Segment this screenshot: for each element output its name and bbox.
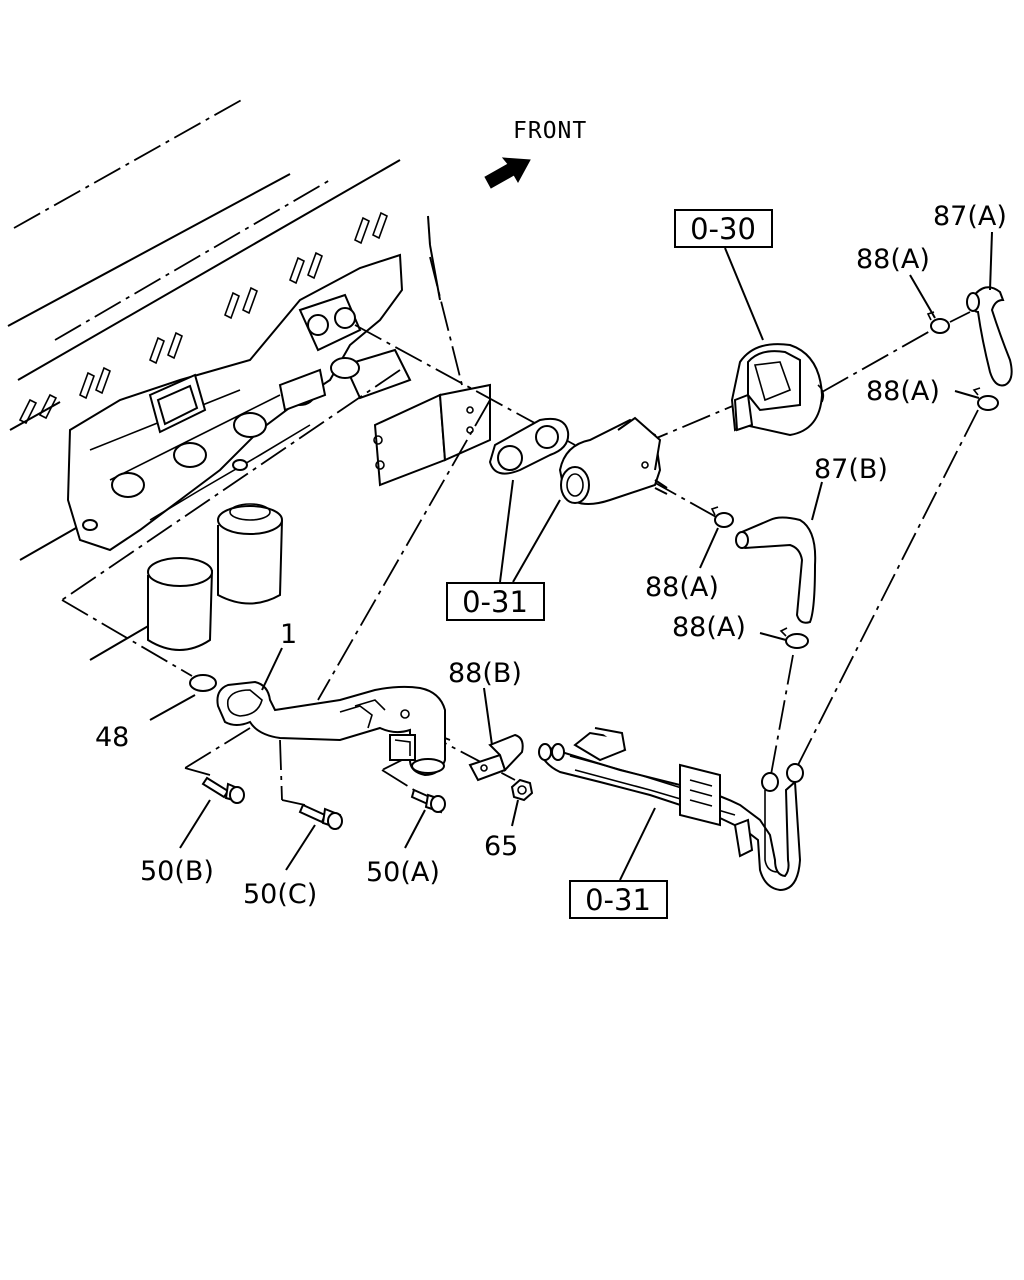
callout-0-31-lower: 0-31: [569, 880, 668, 919]
front-direction-indicator: FRONT: [484, 118, 587, 189]
box-0-30-text: 0-30: [690, 212, 756, 246]
clamp-88a-mid: [710, 506, 734, 528]
nut-65: [510, 778, 534, 802]
hose-87b: [735, 516, 817, 624]
leader-lines: [149, 231, 993, 881]
gasket-upper: [488, 417, 570, 475]
clamps-88a: [710, 311, 999, 649]
callout-0-31-upper: 0-31: [446, 582, 545, 621]
label-part-88b: 88(B): [448, 658, 522, 689]
label-part-88a-top: 88(A): [856, 244, 930, 275]
label-part-50a: 50(A): [366, 857, 440, 888]
label-part-88a-right: 88(A): [866, 376, 940, 407]
box-0-31-lower-text: 0-31: [585, 883, 651, 917]
label-part-48: 48: [95, 722, 129, 753]
clamp-88a-lower: [779, 627, 809, 649]
label-part-1: 1: [280, 619, 297, 650]
o-ring-48: [189, 674, 217, 692]
label-part-87a: 87(A): [933, 201, 1007, 232]
clamp-88a-right: [972, 387, 999, 411]
bolt-50c: [298, 803, 343, 830]
front-label: FRONT: [513, 118, 587, 144]
label-part-88a-lower: 88(A): [672, 612, 746, 643]
thermostat-cover: [730, 343, 825, 437]
clip-88b: [468, 733, 524, 782]
label-part-65: 65: [484, 831, 518, 862]
part-labels: 1 48 50(B) 50(C) 50(A) 65 88(B) 87(A) 88…: [95, 201, 1007, 910]
callout-0-30: 0-30: [674, 209, 773, 248]
alignment-lines: [61, 256, 979, 806]
front-arrow-icon: [484, 157, 531, 189]
pipe-assembly-lower: [538, 727, 804, 892]
label-part-50c: 50(C): [243, 879, 317, 910]
clamp-88a-top: [926, 311, 950, 334]
label-part-88a-mid: 88(A): [645, 572, 719, 603]
engine-block: [7, 97, 491, 661]
water-outlet-elbow: [558, 416, 668, 505]
hose-87a: [966, 286, 1013, 387]
label-part-87b: 87(B): [814, 454, 888, 485]
bolt-50a: [410, 788, 446, 814]
water-pipe-1: [216, 680, 446, 777]
label-part-50b: 50(B): [140, 856, 214, 887]
box-0-31-upper-text: 0-31: [462, 585, 528, 619]
bolt-50b: [201, 776, 245, 804]
